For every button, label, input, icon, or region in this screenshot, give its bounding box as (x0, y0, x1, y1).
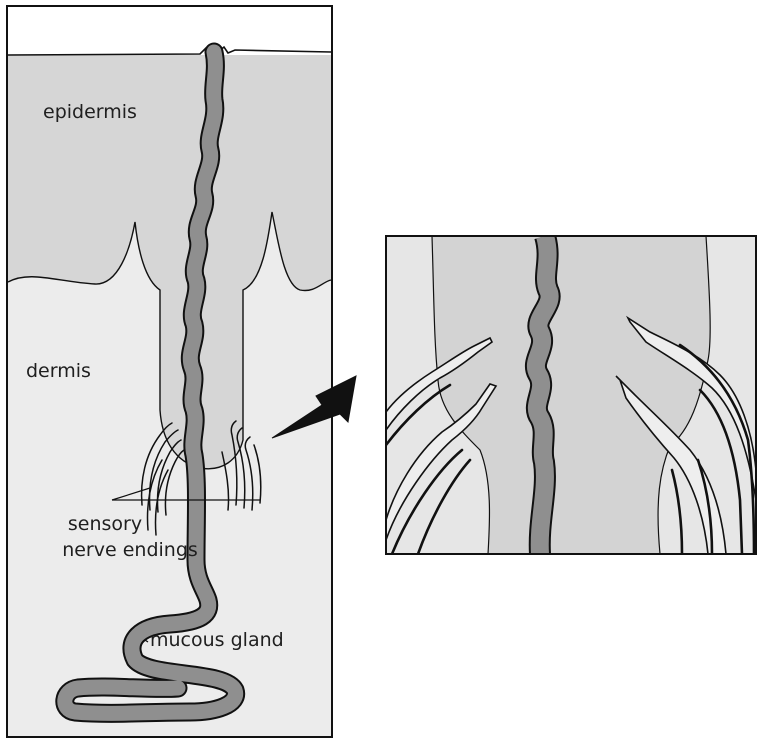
mucous-gland-label: mucous gland (150, 629, 284, 651)
dermis-label: dermis (26, 360, 91, 382)
epidermis-label: epidermis (43, 101, 137, 123)
inset-duct-fill (536, 236, 550, 554)
sensory-label-line2: nerve endings (50, 539, 210, 561)
sensory-label-line1: sensory (50, 513, 160, 535)
magnified-inset (386, 236, 756, 554)
